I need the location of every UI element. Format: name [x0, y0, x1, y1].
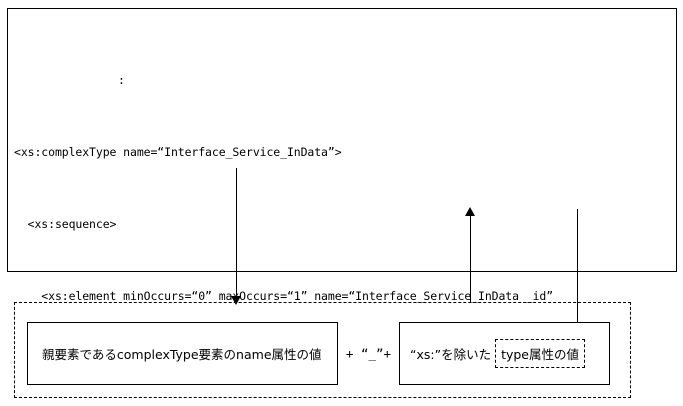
- connector-line-left-term-to-name-attr: [470, 215, 471, 303]
- formula-right-prefix-label: “xs:”を除いた: [410, 347, 492, 362]
- formula-right-highlight-box: type属性の値: [495, 339, 586, 368]
- formula-left-term-box: 親要素であるcomplexType要素のname属性の値: [27, 322, 338, 385]
- naming-rule-formula: 親要素であるcomplexType要素のname属性の値 + “_”+ “xs:…: [27, 322, 621, 385]
- formula-right-term-box: “xs:”を除いた type属性の値: [399, 322, 610, 385]
- formula-separator: + “_”+: [345, 346, 392, 361]
- code-panel: : <xs:complexType name=“Interface_Servic…: [7, 8, 677, 375]
- code-line-sequence-open-1: <xs:sequence>: [14, 217, 117, 231]
- naming-rule-group: 親要素であるcomplexType要素のname属性の値 + “_”+ “xs:…: [14, 302, 631, 398]
- formula-left-term-label: 親要素であるcomplexType要素のname属性の値: [42, 347, 322, 362]
- connector-arrowhead-left-term: [231, 296, 241, 305]
- connector-line-complextype-to-left-term: [236, 168, 237, 298]
- connector-line-type-attr-to-right-highlight: [577, 209, 578, 330]
- code-line-element-indata: <xs:element minOccurs=“0” maxOccurs=“1” …: [14, 289, 554, 303]
- code-line-ellipsis-top: :: [118, 73, 125, 87]
- code-line-complextype-indata: <xs:complexType name=“Interface_Service_…: [14, 145, 342, 159]
- connector-arrowhead-name-attr: [465, 207, 475, 216]
